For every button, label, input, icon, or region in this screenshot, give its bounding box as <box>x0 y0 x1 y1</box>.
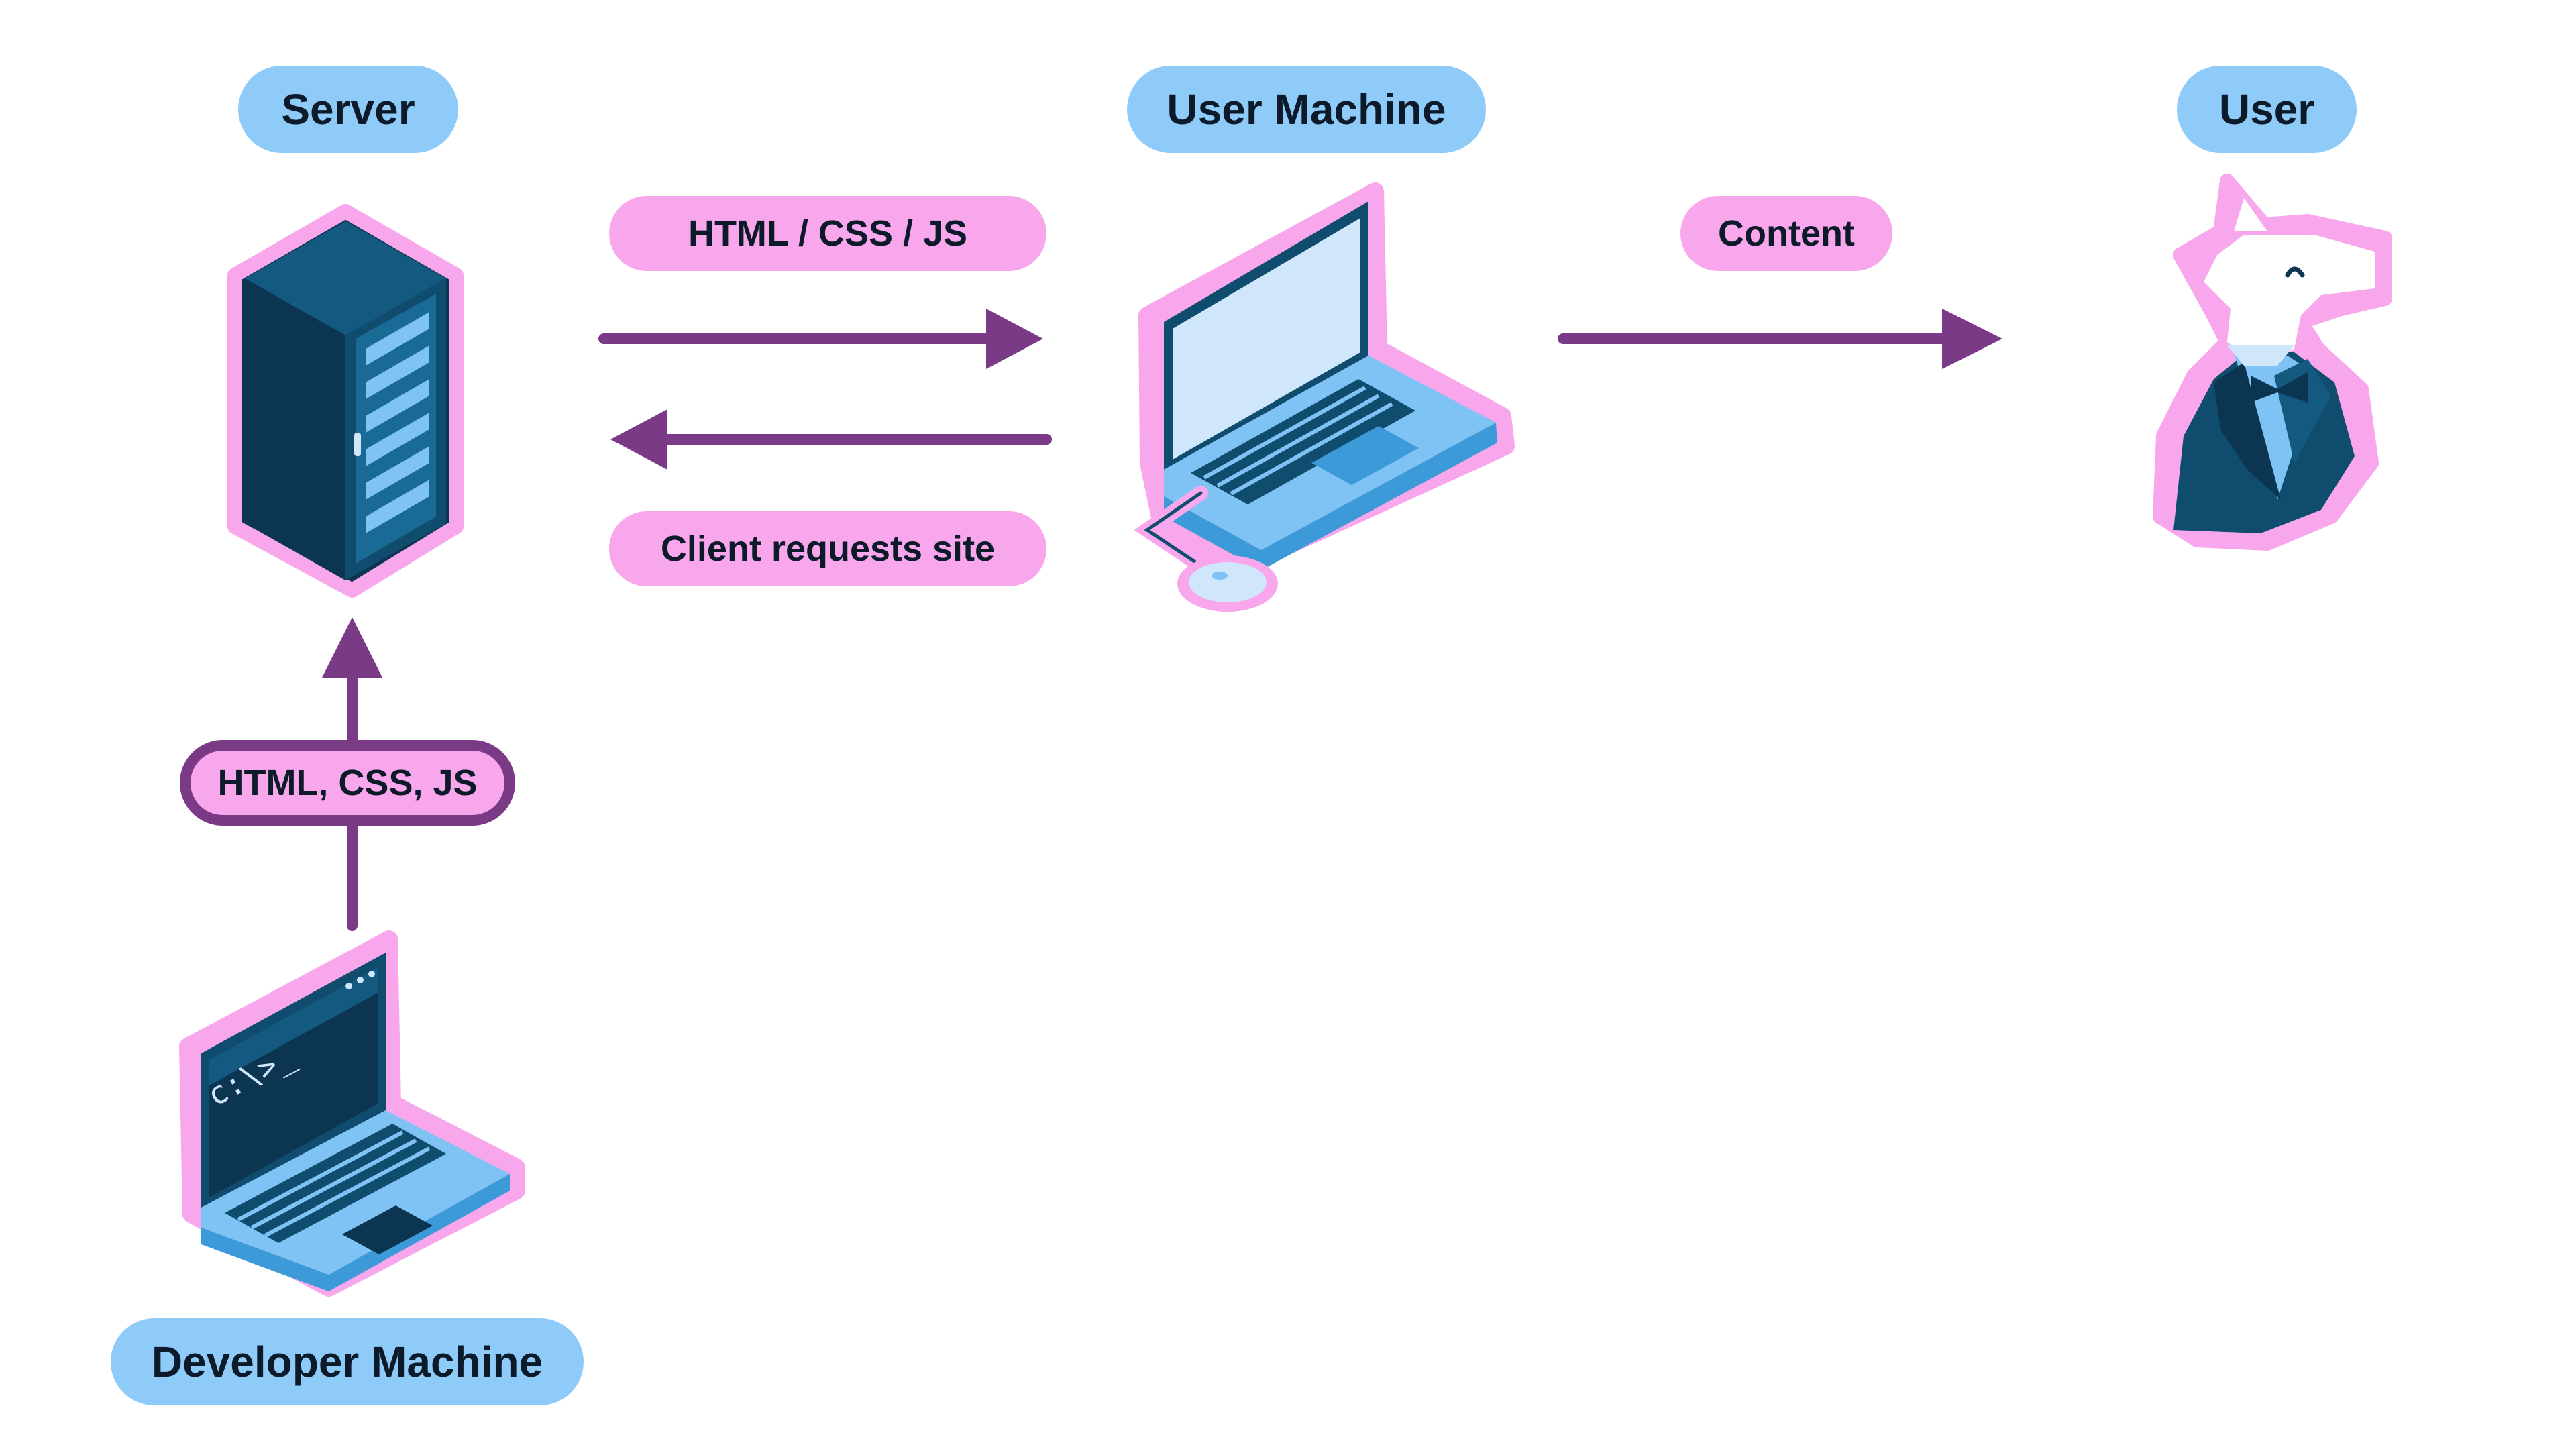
developer-machine-label: Developer Machine <box>111 1318 584 1405</box>
mouse-icon <box>1134 486 1278 612</box>
server-rack-icon <box>227 204 464 598</box>
developer-laptop-icon: c:\>_ <box>179 930 525 1297</box>
deploy-flow-label: HTML, CSS, JS <box>180 740 515 826</box>
content-arrow <box>1558 309 2002 369</box>
request-flow-label: Client requests site <box>609 511 1046 586</box>
request-arrow <box>610 409 1052 470</box>
unicorn-user-icon <box>2153 174 2392 551</box>
user-machine-label: User Machine <box>1127 66 1486 153</box>
dev-laptop-keys <box>237 1130 431 1238</box>
laptop-keys <box>1203 386 1393 496</box>
content-flow-label: Content <box>1680 196 1892 271</box>
laptop-icon <box>1138 182 1515 582</box>
user-label: User <box>2177 66 2357 153</box>
laptop-keyboard <box>1191 379 1415 504</box>
server-vents <box>366 312 429 533</box>
response-flow-label: HTML / CSS / JS <box>609 196 1046 271</box>
response-arrow <box>598 309 1043 369</box>
server-label: Server <box>238 66 458 153</box>
